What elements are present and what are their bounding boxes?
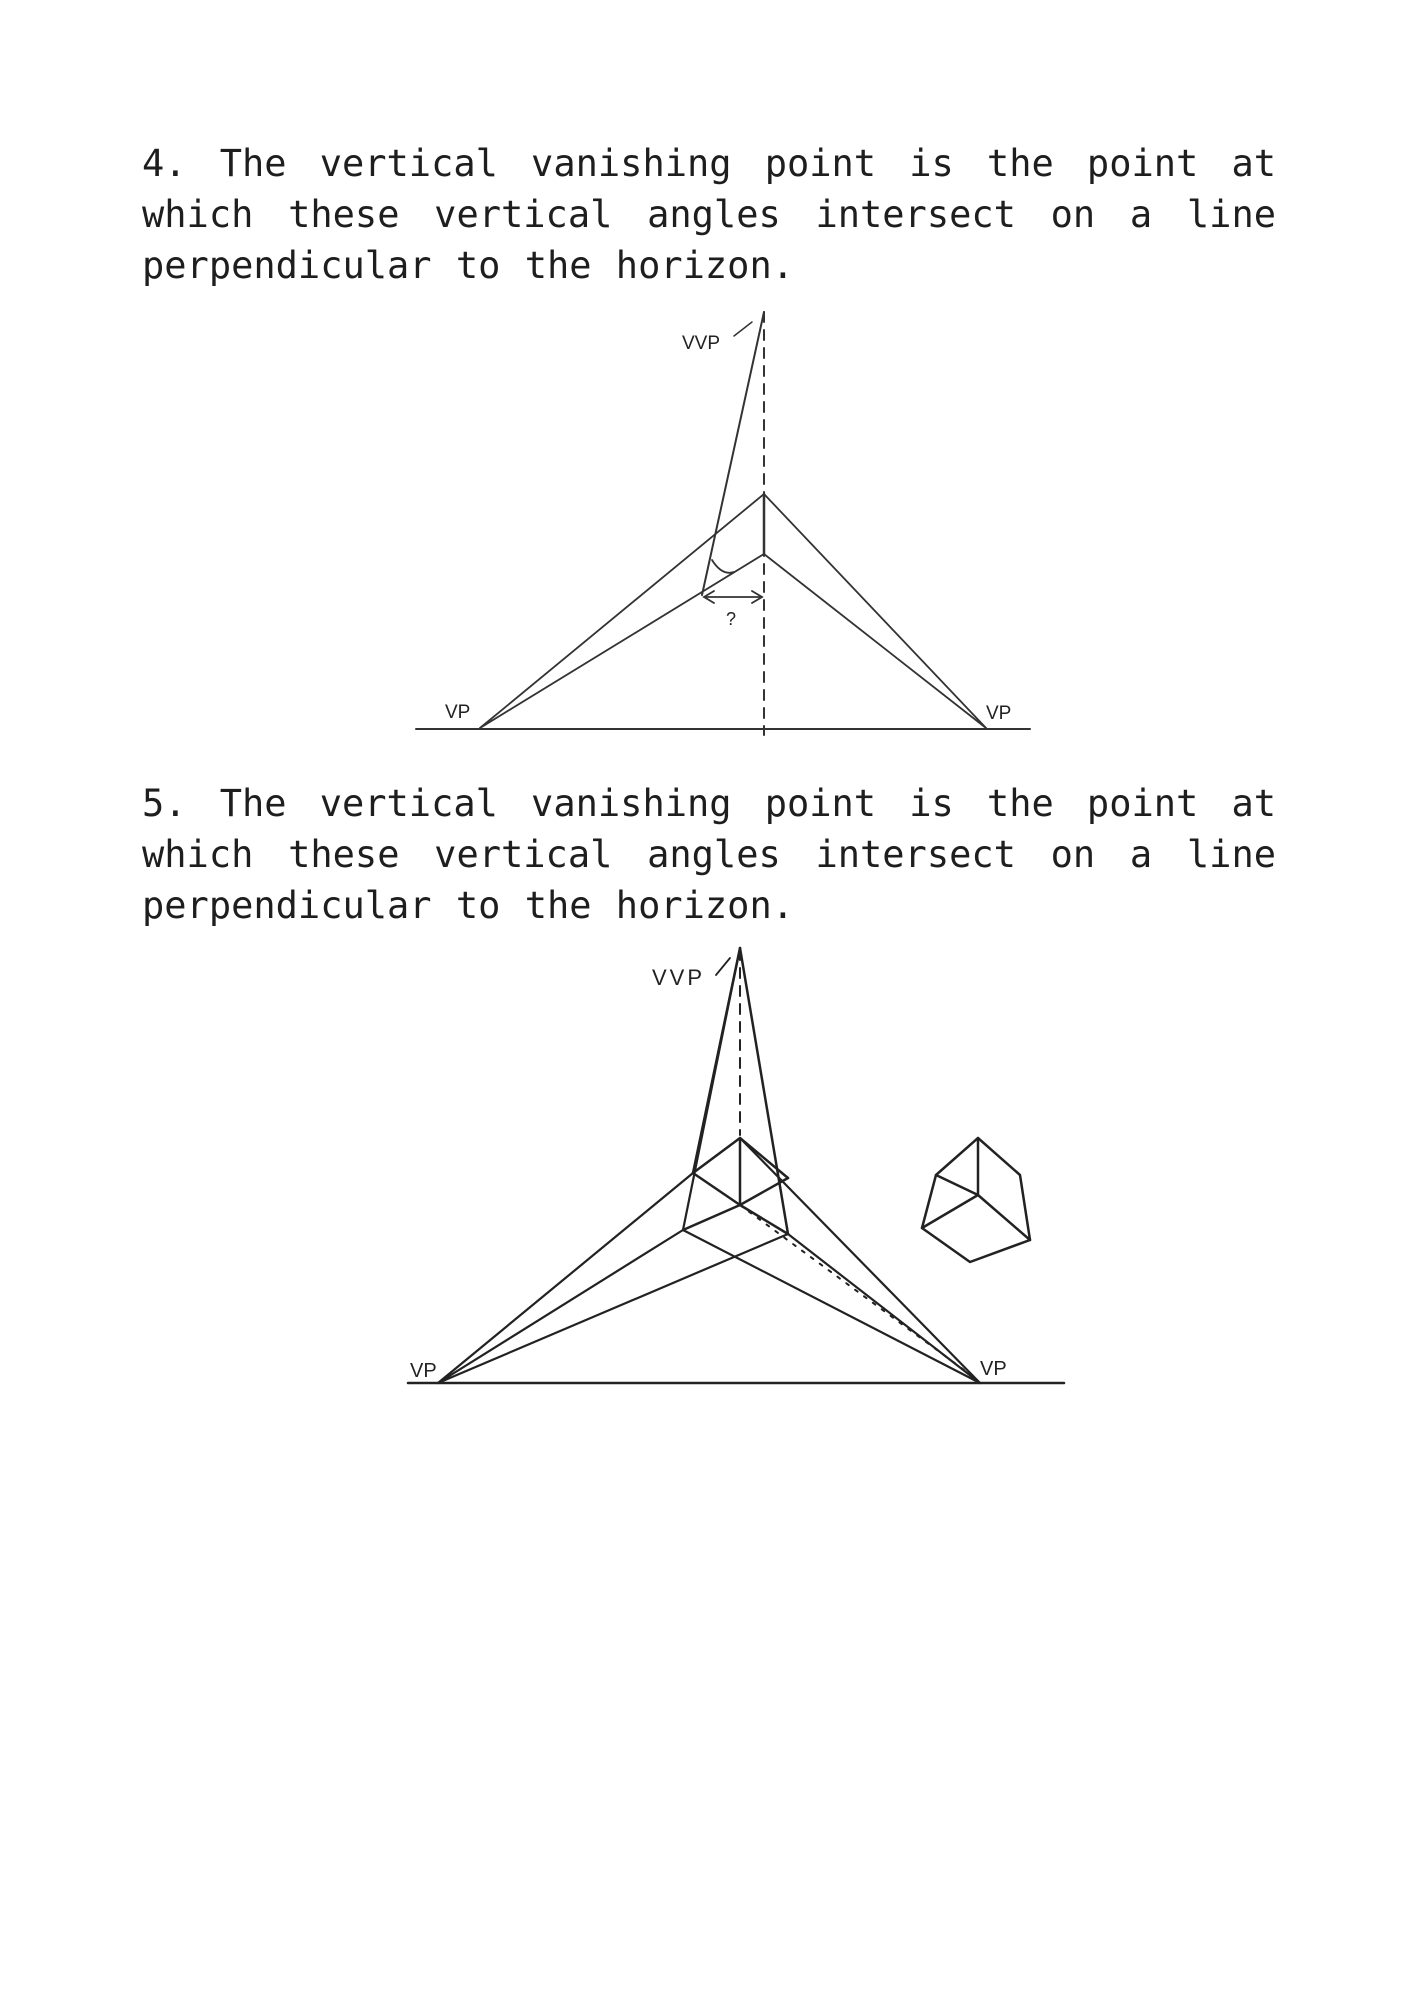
edge-vp-right-1 <box>738 1136 982 1385</box>
vvp-label: VVP <box>682 333 720 354</box>
cube-inner <box>691 1171 790 1207</box>
angle-arc <box>711 559 735 574</box>
figure-vertical-vanishing-point-1 <box>415 311 1031 736</box>
step-number: 5. <box>142 782 187 825</box>
small-cube-edge-2 <box>976 1193 1032 1242</box>
hidden-edge-dotted <box>739 1204 976 1379</box>
line-to-vvp-right <box>738 946 790 1236</box>
small-cube-edge-4 <box>934 1173 980 1197</box>
small-cube-sketch <box>920 1136 1032 1264</box>
paragraph-step-4: 4. The vertical vanishing point is the p… <box>142 138 1276 291</box>
vvp-label-leader <box>715 957 731 976</box>
vp-right-label: VP <box>980 1358 1007 1380</box>
small-cube-edge-3 <box>920 1193 980 1230</box>
question-mark-label: ? <box>726 609 736 629</box>
vp-label-leader <box>733 321 753 337</box>
step-text: The vertical vanishing point is the poin… <box>142 782 1276 927</box>
line-to-vvp-front <box>681 946 742 1232</box>
step-number: 4. <box>142 142 187 185</box>
line-to-vvp-left <box>691 946 742 1175</box>
cube-bottom-left <box>681 1203 742 1232</box>
vvp-label: VVP <box>652 965 705 990</box>
cube-top-left <box>691 1136 790 1180</box>
cube-bottom-right <box>738 1203 790 1236</box>
arrowhead-left <box>702 590 715 604</box>
edge-vp-left-1 <box>436 1171 695 1385</box>
edge-vp-right-3 <box>786 1232 982 1385</box>
vp-left-label: VP <box>445 702 470 723</box>
edge-vp-left-3 <box>436 1232 790 1385</box>
vp-right-label: VP <box>986 703 1011 724</box>
arrowhead-right <box>751 590 764 604</box>
paragraph-step-5: 5. The vertical vanishing point is the p… <box>142 778 1276 931</box>
vp-left-label: VP <box>410 1360 437 1382</box>
edge-vp-right-2 <box>681 1228 982 1385</box>
line-to-vvp <box>701 311 765 596</box>
edge-vp-right-to-mid <box>763 553 987 729</box>
figure-vertical-vanishing-point-2 <box>406 946 1066 1385</box>
edge-vp-left-2 <box>436 1228 685 1385</box>
step-text: The vertical vanishing point is the poin… <box>142 142 1276 287</box>
edge-vp-right-to-top <box>763 493 987 729</box>
edge-vp-left-to-top <box>479 493 765 729</box>
small-cube-outline <box>920 1136 1032 1264</box>
edge-vp-left-to-mid <box>479 553 765 729</box>
